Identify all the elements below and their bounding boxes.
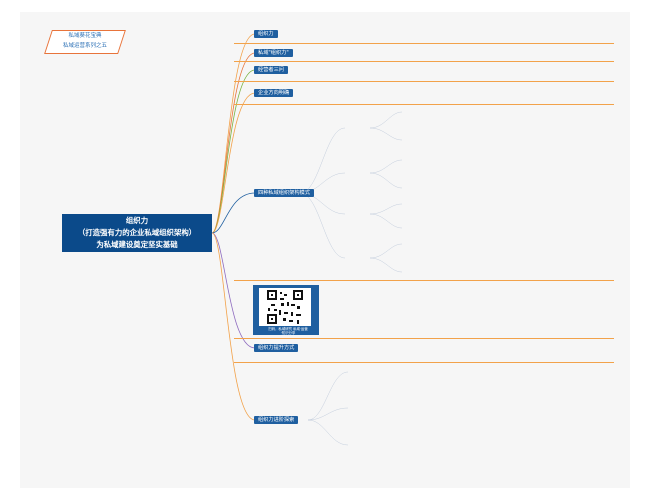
central-topic[interactable]: 组织力 （打造强有力的企业私域组织架构） 为私域建设奠定坚实基础 bbox=[62, 214, 212, 252]
qr-caption: 扫码，私域研究 私域·运营·知识分享 bbox=[268, 327, 308, 335]
branch-advanced-exploration[interactable]: 组织力进阶探索 bbox=[254, 416, 299, 424]
section-divider bbox=[234, 338, 614, 339]
branch-organization-power[interactable]: 组织力 bbox=[254, 30, 278, 38]
section-divider bbox=[234, 81, 614, 82]
qr-code-image bbox=[259, 288, 311, 326]
section-divider bbox=[234, 280, 614, 281]
branch-private-domain-organization[interactable]: 私域"组织力" bbox=[254, 49, 293, 57]
section-divider bbox=[234, 43, 614, 44]
section-divider bbox=[234, 362, 614, 363]
section-divider bbox=[234, 61, 614, 62]
branch-four-models[interactable]: 四种私域组织架构模式 bbox=[254, 189, 314, 197]
qr-code-pattern bbox=[267, 290, 303, 324]
branch-clear-direction[interactable]: 企业方向明确 bbox=[254, 89, 294, 97]
series-badge-text: 私域葵花宝典 私域运营系列之五 bbox=[62, 33, 107, 49]
section-divider bbox=[234, 104, 614, 105]
branch-improvement-methods[interactable]: 组织力提升方式 bbox=[254, 344, 299, 352]
branch-three-questions[interactable]: 经营者三问 bbox=[254, 66, 288, 74]
